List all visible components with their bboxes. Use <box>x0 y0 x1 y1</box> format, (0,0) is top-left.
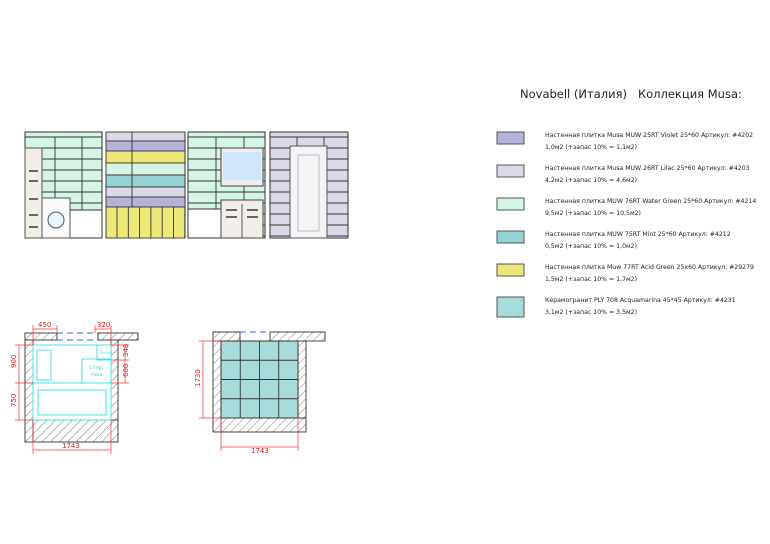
title: Novabell (Италия) Коллекция Musa: <box>520 87 742 101</box>
label-small-cabinet: Пенал <box>99 350 113 355</box>
legend-item-quantity: 1,0м2 (+запас 10% = 1,1м2) <box>545 144 637 151</box>
tile-row <box>105 162 186 176</box>
tile-row <box>105 174 186 188</box>
legend-item-quantity: 1,5м2 (+запас 10% = 1,7м2) <box>545 276 637 283</box>
vanity-handle <box>247 209 258 211</box>
wall <box>24 339 34 443</box>
wall <box>32 419 119 443</box>
legend-swatch <box>496 230 525 244</box>
pencil-case-cabinet <box>96 344 112 361</box>
wall <box>212 331 241 342</box>
elevation-3 <box>187 131 266 239</box>
svg-text:348: 348 <box>122 344 130 357</box>
tall-cabinet <box>24 147 43 239</box>
legend-item-name: Настенная плитка Muw 77RT Acid Green 25х… <box>545 264 754 271</box>
vanity-handle <box>226 209 237 211</box>
cabinet <box>36 349 52 381</box>
tile-row <box>105 150 186 164</box>
svg-text:1743: 1743 <box>62 442 80 450</box>
legend-item-quantity: 0,5м2 (+запас 10% = 1,0м2) <box>545 243 637 250</box>
svg-text:900: 900 <box>10 355 18 368</box>
vanity-handle <box>247 216 258 218</box>
cabinet-handle <box>29 214 38 216</box>
cabinet-handle <box>29 180 38 182</box>
legend-item-name: Настенная плитка MUW 75RT Mint 25*60 Арт… <box>545 231 731 238</box>
washer-door <box>47 211 65 229</box>
label-machine: Стир. <box>89 365 104 371</box>
door <box>289 145 328 239</box>
svg-text:1730: 1730 <box>194 369 202 387</box>
legend-item-quantity: 9,5м2 (+запас 10% = 10,5м2) <box>545 210 641 217</box>
elevation-2 <box>105 131 186 239</box>
legend-item-name: Керамогранит PLY 708 Acquamarina 45*45 А… <box>545 297 736 304</box>
wall <box>297 340 307 419</box>
legend-item-quantity: 4,2м2 (+запас 10% = 4,6м2) <box>545 177 637 184</box>
label-machine: маш. <box>91 372 104 378</box>
elevation-4 <box>269 131 349 239</box>
cabinet-handle <box>29 198 38 200</box>
svg-text:600: 600 <box>122 364 130 377</box>
legend-swatch <box>496 296 525 318</box>
elevation-1 <box>24 131 103 239</box>
legend-item-quantity: 3,1м2 (+запас 10% = 3,5м2) <box>545 309 637 316</box>
legend-swatch <box>496 131 525 145</box>
tile-row <box>105 206 186 239</box>
dimensions: 1730 1743 <box>194 340 299 455</box>
floor-area <box>69 209 103 239</box>
bathtub <box>37 389 107 416</box>
vanity-handle <box>226 216 237 218</box>
svg-text:750: 750 <box>10 394 18 407</box>
floor-plan-1: Пенал Стир. маш. 450 320 900 750 348 600… <box>10 321 139 454</box>
tile-row <box>105 140 186 152</box>
legend-swatch <box>496 164 525 178</box>
legend-item-name: Настенная плитка Musa MUW 26RT Lilac 25*… <box>545 165 750 172</box>
wall <box>97 332 139 341</box>
floor-plan-2: 1730 1743 <box>194 331 326 455</box>
door-panel <box>297 154 320 232</box>
tile-row <box>105 196 186 208</box>
legend: Настенная плитка Musa MUW 25RT Violet 25… <box>496 131 756 318</box>
svg-text:1743: 1743 <box>251 447 269 455</box>
tile-row <box>105 186 186 198</box>
wall <box>269 331 326 342</box>
washing-machine <box>81 358 112 384</box>
wall <box>220 417 307 433</box>
legend-swatch <box>496 263 525 277</box>
legend-item-name: Настенная плитка Musa MUW 25RT Violet 25… <box>545 132 753 139</box>
floor-area <box>187 208 222 239</box>
tile-row <box>105 131 186 142</box>
cabinet-handle <box>29 226 38 228</box>
svg-text:450: 450 <box>38 321 51 329</box>
mirror <box>223 152 261 180</box>
dimensions: 450 320 900 750 348 600 1743 <box>10 321 130 454</box>
svg-text:320: 320 <box>97 321 110 329</box>
cabinet-handle <box>29 170 38 172</box>
legend-swatch <box>496 197 525 211</box>
legend-item-name: Настенная плитка MUW 76RT Water Green 25… <box>545 198 756 205</box>
floor-tiles <box>220 340 299 419</box>
wall <box>24 332 58 341</box>
